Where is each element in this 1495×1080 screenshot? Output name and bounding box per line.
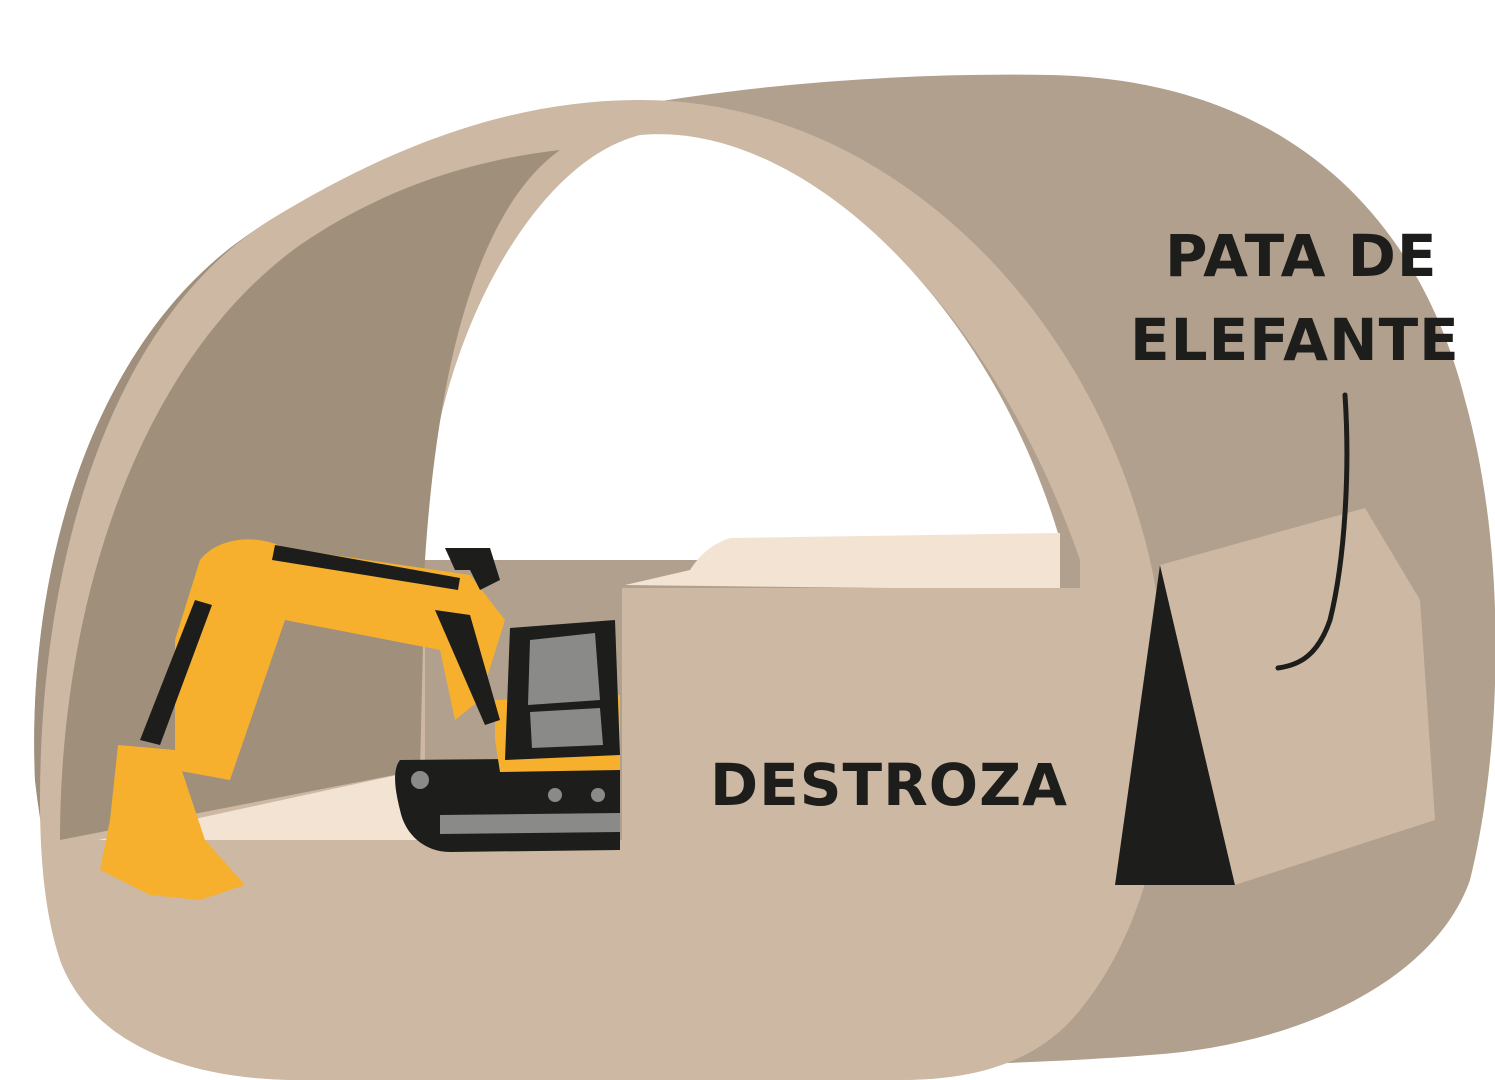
bench-front [622, 588, 1085, 900]
cab-window-top [528, 633, 600, 705]
track-wheel [548, 788, 562, 802]
track-wheel [411, 771, 429, 789]
cab-window-bottom [530, 708, 603, 748]
excavator-boom [175, 539, 505, 780]
bench-label: DESTROZA [710, 751, 1068, 819]
bench-block [622, 533, 1085, 900]
boom-cylinder-lower [435, 610, 500, 725]
arm-cylinder [140, 600, 212, 745]
elephant-foot-opening [1115, 565, 1235, 885]
excavator-track [395, 758, 620, 852]
boom-cylinder [272, 545, 460, 590]
track-wheel [591, 788, 605, 802]
elephant-foot [1115, 508, 1435, 885]
elephant-foot-leader-line [1275, 392, 1350, 671]
tunnel-opening [424, 134, 1060, 560]
bench-top [625, 533, 1060, 590]
tunnel-ring-lower [60, 640, 1163, 1080]
excavator-track-inner [440, 813, 620, 834]
elephant-foot-label-line1: PATA DE [1165, 222, 1437, 290]
elephant-foot-block [1160, 508, 1435, 885]
excavator-bucket [100, 745, 245, 900]
elephant-foot-label-line2: ELEFANTE [1130, 306, 1460, 374]
excavator [100, 539, 620, 900]
excavator-hook [445, 548, 500, 590]
